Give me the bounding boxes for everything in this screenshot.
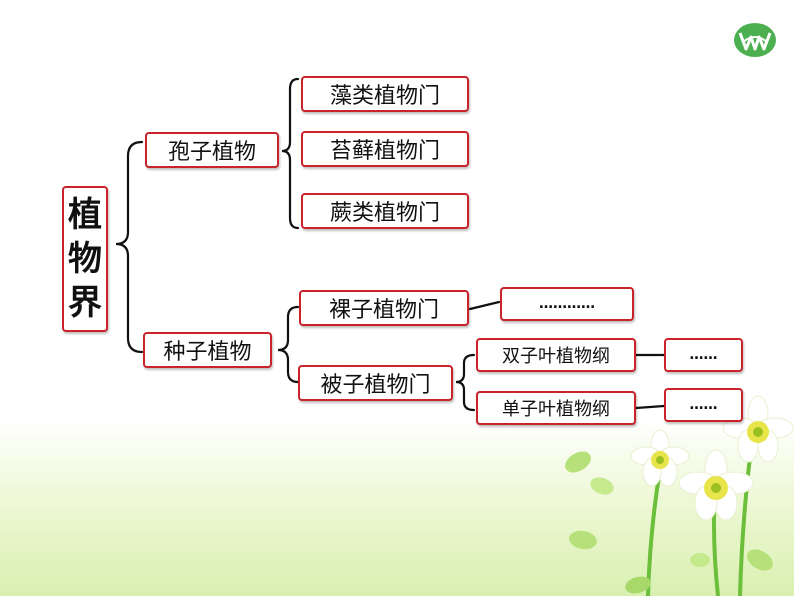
root-char-2: 物 bbox=[68, 239, 102, 279]
node-seed-plants: 种子植物 bbox=[143, 332, 272, 368]
node-gymnosperm-more: ………… bbox=[500, 287, 634, 321]
node-dicot: 双子叶植物纲 bbox=[476, 338, 636, 372]
node-spore-plants-label: 孢子植物 bbox=[167, 140, 256, 165]
node-monocot: 单子叶植物纲 bbox=[476, 391, 636, 425]
node-algae-label: 藻类植物门 bbox=[329, 84, 440, 109]
node-angiosperm: 被子植物门 bbox=[298, 365, 453, 401]
node-monocot-more: …… bbox=[664, 388, 743, 422]
node-moss-label: 苔藓植物门 bbox=[329, 139, 440, 164]
node-dicot-more-label: …… bbox=[689, 347, 718, 363]
spore-brace bbox=[281, 77, 300, 230]
node-algae: 藻类植物门 bbox=[301, 76, 469, 112]
root-brace bbox=[115, 140, 144, 354]
node-monocot-more-label: …… bbox=[689, 397, 718, 413]
node-dicot-label: 双子叶植物纲 bbox=[502, 346, 610, 367]
node-angiosperm-label: 被子植物门 bbox=[320, 373, 431, 398]
node-gymnosperm-label: 裸子植物门 bbox=[328, 298, 439, 323]
node-seed-plants-label: 种子植物 bbox=[163, 340, 252, 365]
root-char-3: 界 bbox=[68, 283, 102, 323]
node-gymnosperm: 裸子植物门 bbox=[299, 290, 469, 326]
school-logo-icon bbox=[734, 23, 776, 57]
root-char-1: 植 bbox=[68, 195, 102, 235]
seed-brace bbox=[277, 305, 300, 384]
node-monocot-label: 单子叶植物纲 bbox=[502, 399, 610, 420]
node-gymnosperm-more-label: ………… bbox=[539, 296, 595, 312]
angio-brace bbox=[455, 353, 476, 412]
root-node-plant-kingdom: 植 物 界 bbox=[62, 186, 108, 332]
node-moss: 苔藓植物门 bbox=[301, 131, 469, 167]
node-fern: 蕨类植物门 bbox=[301, 193, 469, 229]
node-spore-plants: 孢子植物 bbox=[145, 132, 279, 168]
node-fern-label: 蕨类植物门 bbox=[329, 201, 440, 226]
node-dicot-more: …… bbox=[664, 338, 743, 372]
